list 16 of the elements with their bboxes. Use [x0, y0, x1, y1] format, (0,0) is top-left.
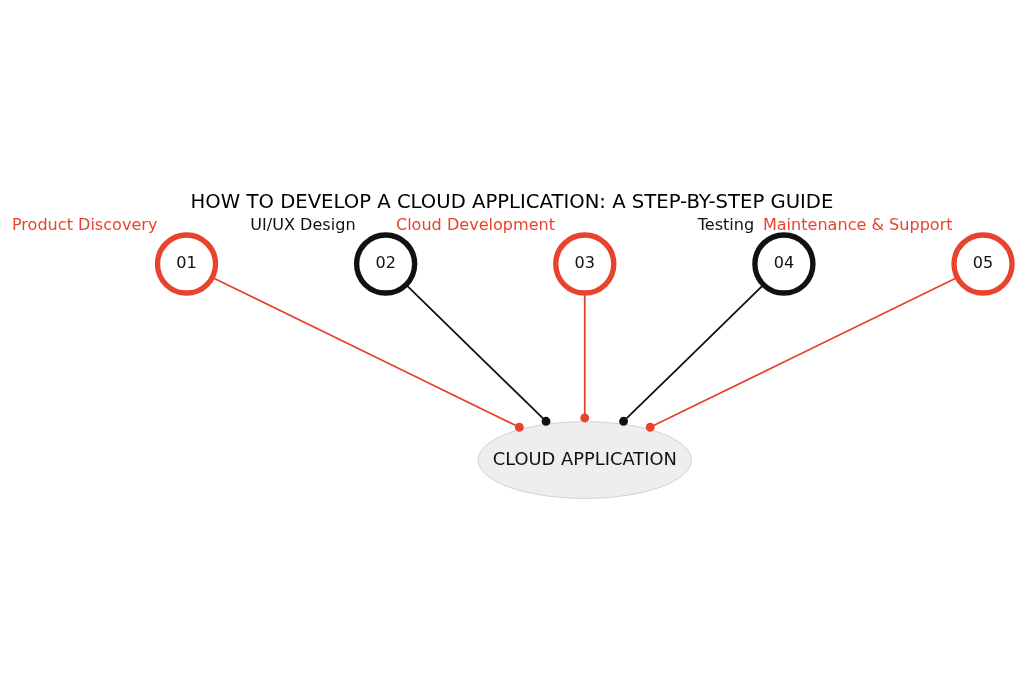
- node-circle: 04: [752, 232, 816, 296]
- connector: [580, 292, 590, 423]
- node-label: Maintenance & Support: [762, 215, 953, 235]
- diagram-title: HOW TO DEVELOP A CLOUD APPLICATION: A STEP-BY-STEP GUIDE: [190, 189, 834, 213]
- node-label: Product Discovery: [11, 215, 158, 235]
- node-circle: 05: [951, 232, 1015, 296]
- connector: [211, 276, 524, 432]
- node-circle: 01: [154, 232, 219, 296]
- node-label: UI/UX Design: [250, 215, 356, 235]
- node-circle: 02: [353, 232, 418, 296]
- connector: [405, 284, 551, 426]
- node-label: Cloud Development: [395, 215, 556, 235]
- node-circle: 03: [553, 232, 617, 296]
- node-label: Testing: [697, 215, 755, 235]
- connector: [619, 284, 765, 426]
- connector: [645, 276, 959, 432]
